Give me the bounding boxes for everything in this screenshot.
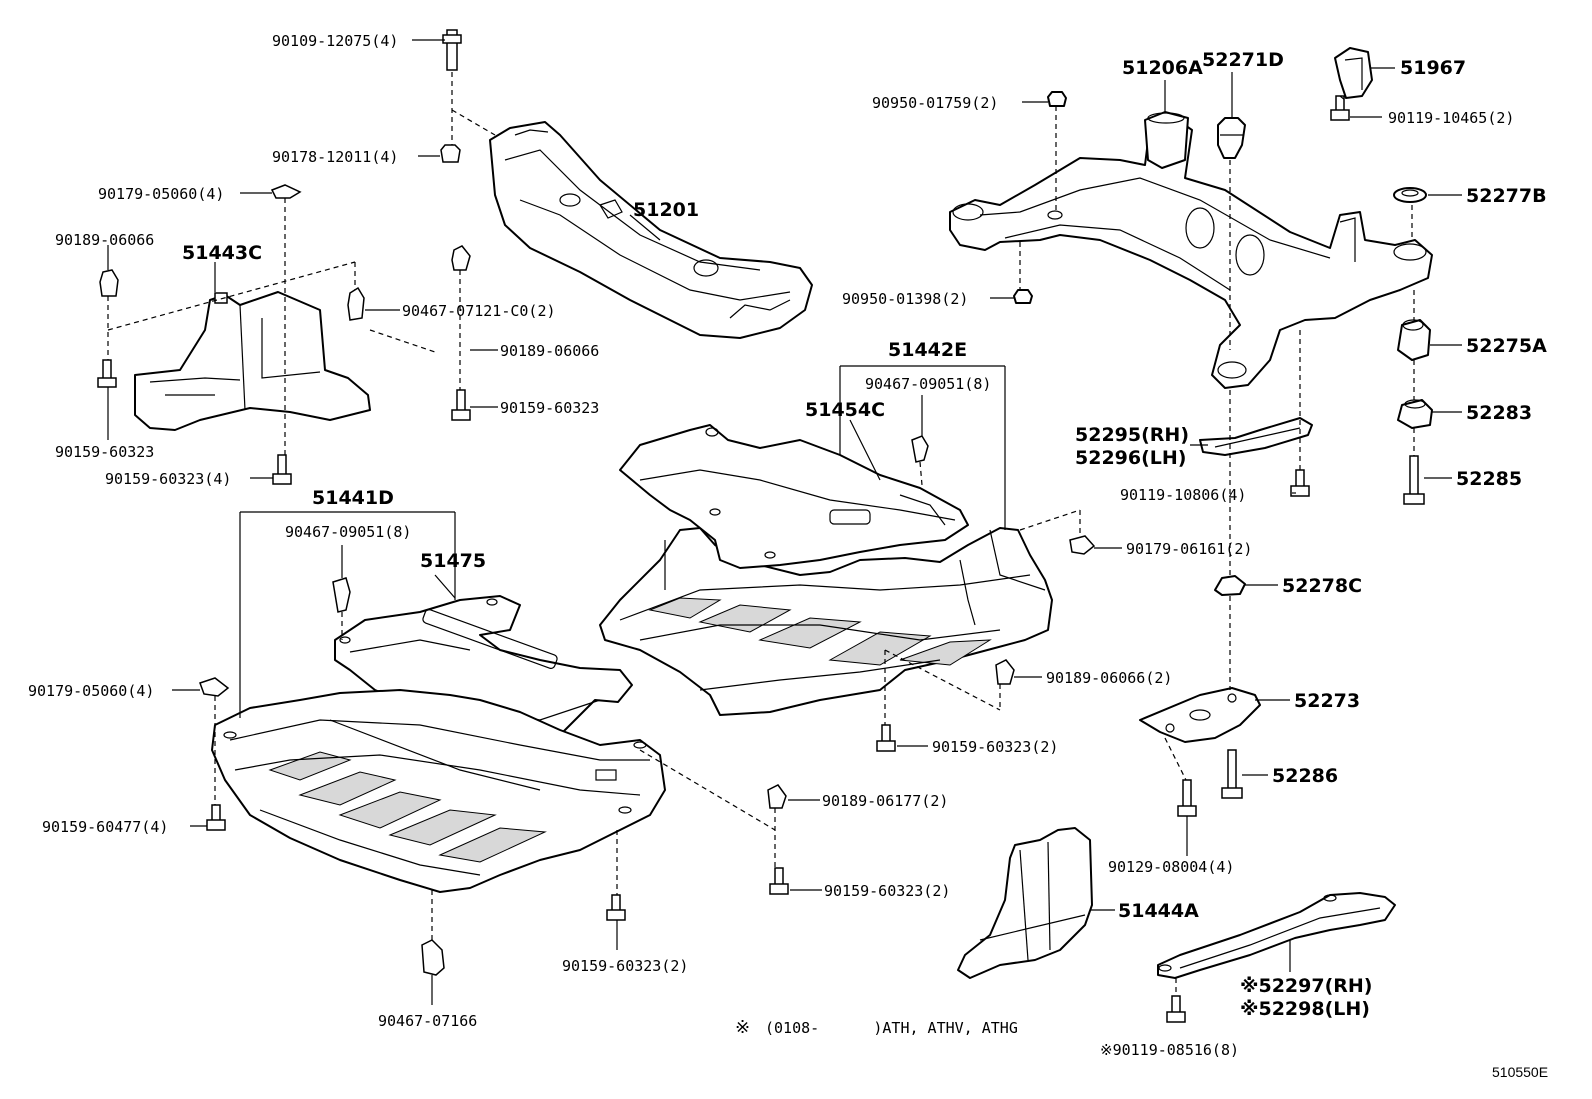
label-90178-12011: 90178-12011(4) xyxy=(272,148,398,166)
label-90189-06066-left: 90189-06066 xyxy=(55,231,154,249)
clip-90467-09051-right xyxy=(911,435,929,463)
clip-90179-05060-left xyxy=(199,677,230,697)
bracket-51967 xyxy=(1334,47,1373,99)
label-51201: 51201 xyxy=(633,199,699,221)
clip-90189-06177 xyxy=(767,784,787,809)
clip-90179-06161 xyxy=(1069,535,1096,555)
leader-lines xyxy=(107,39,1462,1005)
bolt-90159-60323-a xyxy=(451,389,471,421)
figure-id: 510550E xyxy=(1492,1064,1548,1080)
label-52286: 52286 xyxy=(1272,765,1338,787)
bolt-90119-10806 xyxy=(1290,469,1310,497)
washer-52277B xyxy=(1393,187,1427,203)
label-52285: 52285 xyxy=(1456,468,1522,490)
label-52277B: 52277B xyxy=(1466,185,1547,207)
note-text: (0108- )ATH, ATHV, ATHG xyxy=(765,1019,1018,1037)
label-51441D: 51441D xyxy=(312,487,394,509)
label-90467-07166: 90467-07166 xyxy=(378,1012,477,1030)
label-90159-60323-4: 90159-60323(4) xyxy=(105,470,231,488)
label-90159-60323-left: 90159-60323 xyxy=(55,443,154,461)
label-90109-12075: 90109-12075(4) xyxy=(272,32,398,50)
label-51454C: 51454C xyxy=(805,399,885,421)
nut-90178-12011 xyxy=(440,144,461,163)
label-90129-08004: 90129-08004(4) xyxy=(1108,858,1234,876)
front-crossmember-51201 xyxy=(489,121,813,339)
clip-90189-06066-left xyxy=(99,269,119,297)
label-90467-09051-left: 90467-09051(8) xyxy=(285,523,411,541)
bolt-90109-12075 xyxy=(442,29,462,71)
clip-90179-05060-top xyxy=(270,184,302,199)
bolt-90119-08516 xyxy=(1166,995,1186,1023)
label-90159-60323-c: 90159-60323(2) xyxy=(562,957,688,975)
label-52295: 52295(RH) xyxy=(1075,424,1189,446)
label-90159-60477: 90159-60477(4) xyxy=(42,818,168,836)
label-52297: ※52297(RH) xyxy=(1240,975,1372,997)
clip-90467-07166 xyxy=(421,939,445,976)
label-51444A: 51444A xyxy=(1118,900,1199,922)
label-52278C: 52278C xyxy=(1282,575,1362,597)
bolt-52286 xyxy=(1221,749,1243,799)
bolt-52285 xyxy=(1403,455,1425,505)
label-52275A: 52275A xyxy=(1466,335,1547,357)
label-51967: 51967 xyxy=(1400,57,1466,79)
side-cover-51444A xyxy=(957,827,1093,979)
label-90119-10465: 90119-10465(2) xyxy=(1388,109,1514,127)
clip-90189-06066-right xyxy=(995,659,1015,685)
label-52283: 52283 xyxy=(1466,402,1532,424)
label-90467-09051-right: 90467-09051(8) xyxy=(865,375,991,393)
stopper-52271D xyxy=(1217,117,1246,159)
label-51206A: 51206A xyxy=(1122,57,1203,79)
label-90950-01759: 90950-01759(2) xyxy=(872,94,998,112)
bushing-52275A xyxy=(1397,319,1431,361)
rear-suspension-member xyxy=(949,117,1433,389)
bolt-90159-60323-left xyxy=(97,359,117,388)
label-52271D: 52271D xyxy=(1202,49,1284,71)
cap-90950-01759 xyxy=(1047,91,1067,107)
splash-shield-51454C xyxy=(619,424,969,569)
cap-90950-01398 xyxy=(1013,289,1033,304)
label-90159-60323-b: 90159-60323(2) xyxy=(824,882,950,900)
engine-under-cover-51442E xyxy=(599,527,1053,716)
label-52273: 52273 xyxy=(1294,690,1360,712)
stopper-52278C xyxy=(1214,575,1246,596)
bushing-52283 xyxy=(1397,399,1433,429)
label-51475: 51475 xyxy=(420,550,486,572)
label-52298: ※52298(LH) xyxy=(1240,998,1370,1020)
label-90189-06177: 90189-06177(2) xyxy=(822,792,948,810)
label-51443C: 51443C xyxy=(182,242,262,264)
bolt-90159-60323-b xyxy=(769,867,789,895)
engine-under-cover-51441D xyxy=(211,689,666,893)
label-52296: 52296(LH) xyxy=(1075,447,1186,469)
bolt-90159-60477 xyxy=(206,804,226,831)
label-90119-10806: 90119-10806(4) xyxy=(1120,486,1246,504)
bolt-90159-60323-4 xyxy=(272,454,292,485)
bolt-90159-60323-d xyxy=(876,724,896,752)
label-90467-07121: 90467-07121-C0(2) xyxy=(402,302,556,320)
label-90189-06066-mid: 90189-06066 xyxy=(500,342,599,360)
side-cover-51443C xyxy=(134,291,371,431)
assembly-lines xyxy=(107,72,1415,996)
bracket-52273 xyxy=(1139,687,1261,743)
label-51442E: 51442E xyxy=(888,339,967,361)
label-90119-08516: ※90119-08516(8) xyxy=(1100,1041,1239,1059)
label-90179-06161: 90179-06161(2) xyxy=(1126,540,1252,558)
clip-90189-06066-mid xyxy=(451,245,471,271)
labels: 90109-12075(4) 90178-12011(4) 90179-0506… xyxy=(28,32,1548,1080)
clip-90467-07121 xyxy=(347,286,365,321)
brace-52297-52298 xyxy=(1157,892,1396,979)
bolt-90159-60323-c xyxy=(606,894,626,921)
label-90189-06066-right: 90189-06066(2) xyxy=(1046,669,1172,687)
label-90179-05060-top: 90179-05060(4) xyxy=(98,185,224,203)
arm-52295-52296 xyxy=(1199,417,1313,456)
note-mark: ※ xyxy=(735,1017,750,1038)
clip-90467-09051-left xyxy=(332,577,351,613)
label-90179-05060-left: 90179-05060(4) xyxy=(28,682,154,700)
label-90159-60323-d: 90159-60323(2) xyxy=(932,738,1058,756)
bolt-90129-08004 xyxy=(1177,779,1197,817)
label-90950-01398: 90950-01398(2) xyxy=(842,290,968,308)
bolt-90119-10465 xyxy=(1330,95,1350,121)
label-90159-60323-a: 90159-60323 xyxy=(500,399,599,417)
bushing-51206A xyxy=(1144,111,1189,169)
